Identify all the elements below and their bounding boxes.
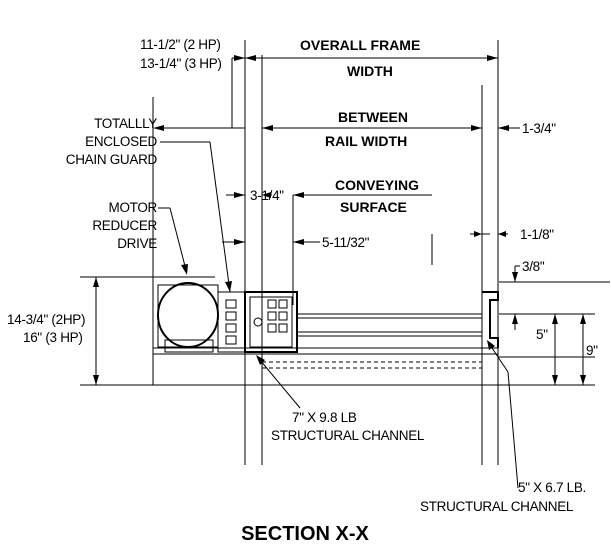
between-rail-label-1: BETWEEN <box>338 109 408 125</box>
motor-label-1: MOTOR <box>109 200 158 215</box>
conveying-surface-label-1: CONVEYING <box>335 177 419 193</box>
labels: 11-1/2" (2 HP) 13-1/4" (3 HP) OVERALL FR… <box>7 37 599 545</box>
motor-label-3: DRIVE <box>117 236 157 251</box>
leader-lines <box>158 141 519 489</box>
roller-offset-label: 1-1/8" <box>520 227 554 242</box>
roller-top-label: 3/8" <box>522 259 545 274</box>
channel-5-label-1: 5" X 6.7 LB. <box>518 480 586 495</box>
motor-label-2: REDUCER <box>92 218 157 233</box>
section-title: SECTION X-X <box>241 523 369 545</box>
conveyor-section <box>152 282 499 386</box>
channel-5-label-2: STRUCTURAL CHANNEL <box>420 499 574 514</box>
channel-7-label-2: STRUCTURAL CHANNEL <box>271 428 425 443</box>
chain-guard-hp3-label: 13-1/4" (3 HP) <box>140 56 222 71</box>
chain-guard-label-2: ENCLOSED <box>85 134 157 149</box>
dimension-lines <box>93 55 586 385</box>
conveying-surface-label-2: SURFACE <box>340 199 407 215</box>
channel-7-label-1: 7" X 9.8 LB <box>292 410 357 425</box>
height-3hp-label: 16" (3 HP) <box>23 330 83 345</box>
extension-lines <box>80 40 610 465</box>
right-offset-label: 1-3/4" <box>522 121 556 136</box>
chain-guard-label-3: CHAIN GUARD <box>66 152 158 167</box>
between-rail-label-2: RAIL WIDTH <box>325 133 407 149</box>
dim-9-label: 9" <box>586 343 598 358</box>
height-2hp-label: 14-3/4" (2HP) <box>7 312 85 327</box>
chain-guard-hp2-label: 11-1/2" (2 HP) <box>140 37 221 52</box>
chain-guard-label-1: TOTALLLY <box>94 116 157 131</box>
inner-offset-label: 5-11/32" <box>322 235 370 250</box>
overall-frame-label-1: OVERALL FRAME <box>300 37 420 53</box>
dim-5-label: 5" <box>536 327 548 342</box>
left-offset-label: 3-1/4" <box>250 188 284 203</box>
overall-frame-label-2: WIDTH <box>347 63 393 79</box>
